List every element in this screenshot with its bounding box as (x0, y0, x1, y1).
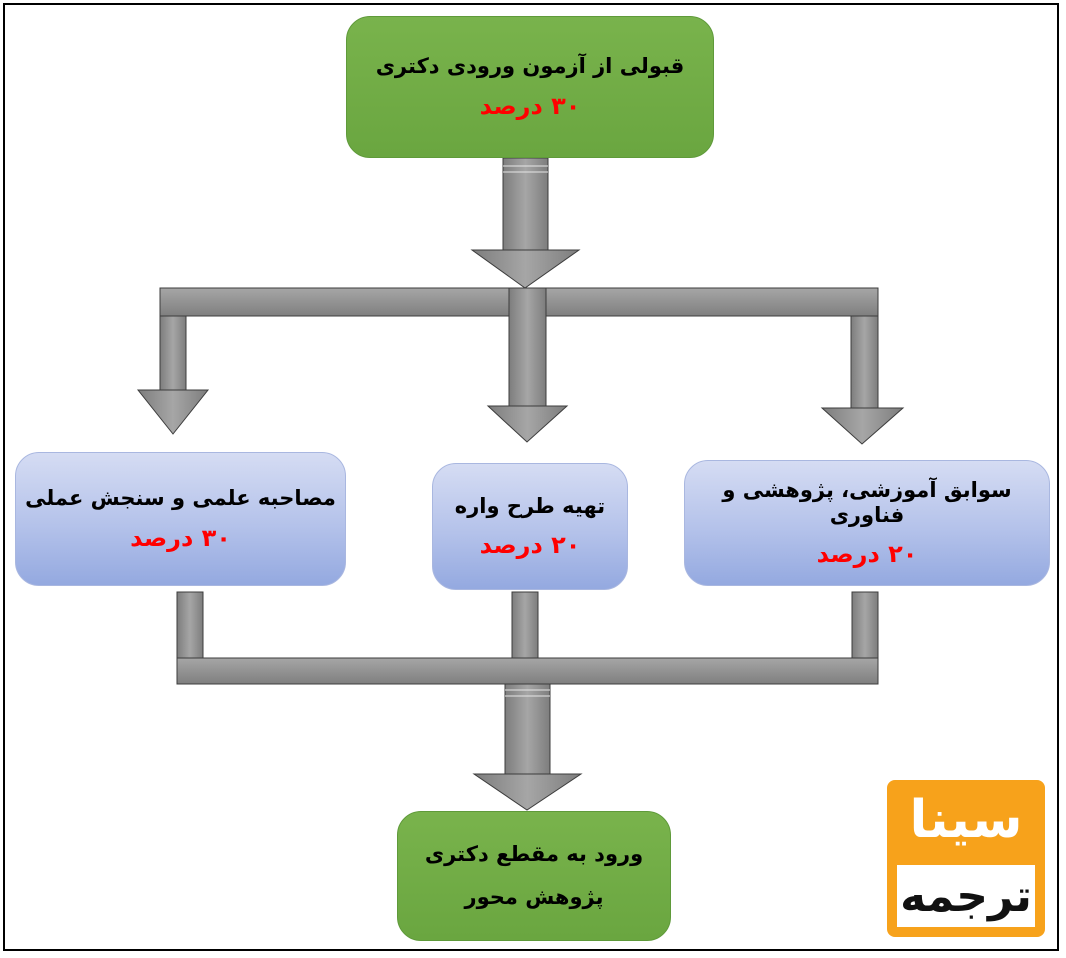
bottom-arrow-shaft (504, 683, 551, 775)
outer-frame (3, 3, 1059, 951)
doctorate-entry-subtitle: پژوهش محور (464, 885, 604, 909)
top-arrow-head (470, 249, 581, 289)
right-branch-shaft (850, 315, 879, 409)
interview-percent: ۳۰ درصد (130, 523, 231, 552)
proposal-percent: ۲۰ درصد (479, 531, 581, 560)
records-title: سوابق آموزشی، پژوهشی و فناوری (722, 477, 1012, 527)
sina-tarjome-logo: سینا ترجمه (887, 780, 1045, 937)
doctorate-entry-title: ورود به مقطع دکتری (424, 841, 644, 866)
entrance-exam-percent: ۳۰ درصد (479, 91, 581, 120)
logo-lower-text: ترجمه (897, 865, 1035, 927)
proposal-box: تهیه طرح واره ۲۰ درصد (432, 463, 628, 590)
middle-branch-head (486, 405, 569, 443)
entrance-exam-box: قبولی از آزمون ورودی دکتری ۳۰ درصد (346, 16, 714, 158)
left-branch-head (136, 389, 210, 435)
left-bottom-stub (176, 591, 204, 659)
doctorate-entry-box: ورود به مقطع دکتری پژوهش محور (397, 811, 671, 941)
records-percent: ۲۰ درصد (816, 540, 918, 569)
entrance-exam-title: قبولی از آزمون ورودی دکتری (375, 54, 685, 79)
middle-bottom-stub (511, 591, 539, 659)
right-bottom-stub (851, 591, 879, 659)
records-box: سوابق آموزشی، پژوهشی و فناوری ۲۰ درصد (684, 460, 1050, 586)
interview-title: مصاحبه علمی و سنجش عملی (25, 486, 336, 511)
left-branch-shaft (159, 315, 187, 391)
logo-upper-text: سینا (909, 790, 1023, 850)
bottom-arrow-head (472, 773, 583, 811)
proposal-title: تهیه طرح واره (454, 493, 606, 518)
middle-branch-shaft (508, 287, 547, 407)
bottom-collector-bar (176, 657, 879, 685)
right-branch-head (820, 407, 905, 445)
interview-box: مصاحبه علمی و سنجش عملی ۳۰ درصد (15, 452, 346, 586)
